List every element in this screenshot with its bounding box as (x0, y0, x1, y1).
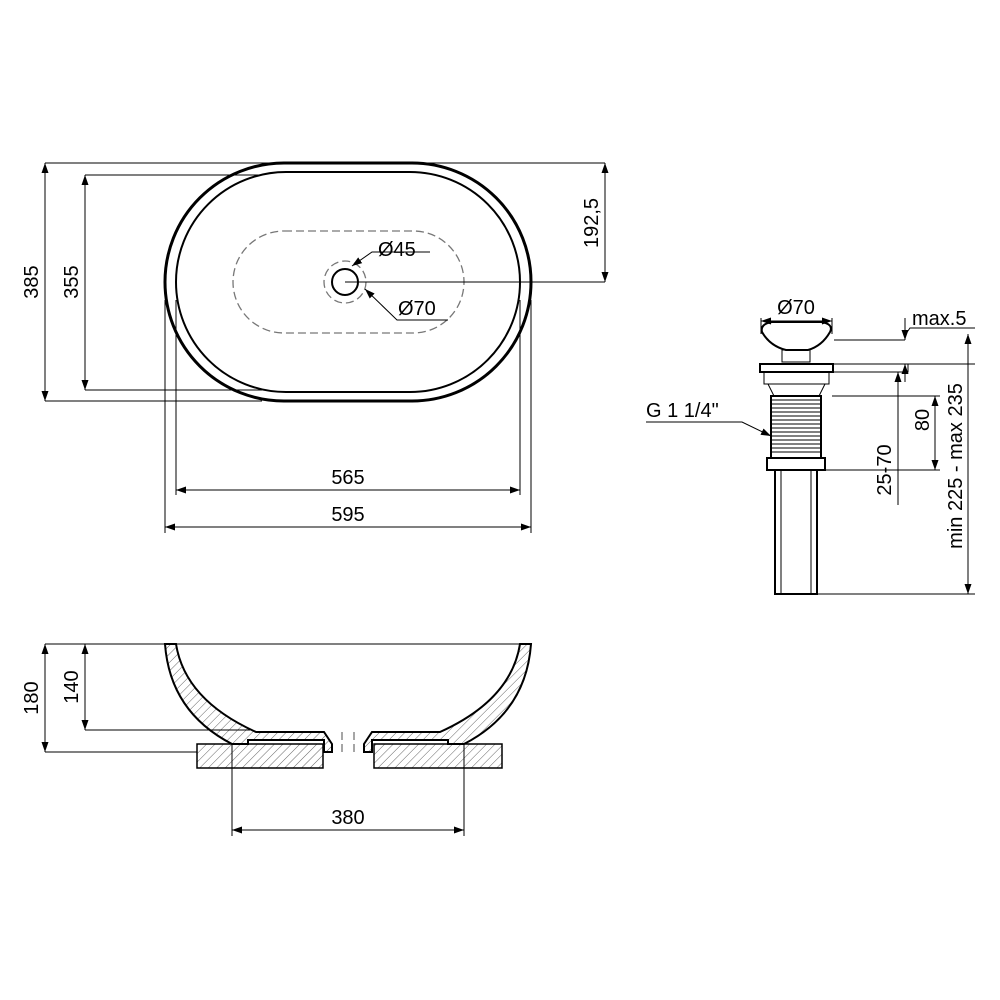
drain-flange-body (763, 371, 830, 385)
drain-pipe (774, 469, 818, 595)
drain-cap-stem (781, 349, 811, 363)
countertop-right (373, 743, 503, 769)
dim-180-label: 180 (21, 681, 43, 714)
leader-thread (646, 421, 772, 437)
top-view: 385 355 192,5 Ø45 Ø70 565 595 (21, 161, 609, 533)
dim-80-label: 80 (912, 409, 934, 431)
dim-355-label: 355 (61, 265, 83, 298)
drain-view: Ø70 max.5 G 1 1/4" 80 25-70 min 225 - ma… (646, 297, 975, 595)
dim-565-label: 565 (331, 467, 364, 489)
drain-flange (759, 363, 834, 373)
leader-d70 (364, 288, 448, 321)
dim-192-5-label: 192,5 (581, 198, 603, 248)
dim-max5-label: max.5 (912, 308, 966, 330)
leader-d45 (351, 251, 430, 267)
dim-380-label: 380 (331, 807, 364, 829)
drain-nut (766, 457, 826, 471)
countertop-left (196, 743, 324, 769)
basin-shell-right (363, 643, 533, 753)
dim-385-label: 385 (21, 265, 43, 298)
thread-label: G 1 1/4" (646, 400, 719, 422)
side-view: 180 140 380 (21, 643, 533, 836)
thread-lines (771, 399, 821, 453)
dim-range-label: min 225 - max 235 (945, 383, 967, 549)
dim-drain-d70-label: Ø70 (777, 297, 815, 319)
basin-shell-left (163, 643, 333, 753)
leader-max5 (904, 327, 975, 336)
drain-cap (760, 321, 832, 351)
dim-140-label: 140 (61, 670, 83, 703)
dim-25-70-label: 25-70 (874, 444, 896, 495)
basin-bottom-reference (832, 363, 909, 373)
dim-595-label: 595 (331, 504, 364, 526)
drain-washer (767, 383, 826, 397)
drain-thread (770, 395, 822, 459)
dim-d70-label: Ø70 (398, 298, 436, 320)
dim-d45-label: Ø45 (378, 239, 416, 261)
